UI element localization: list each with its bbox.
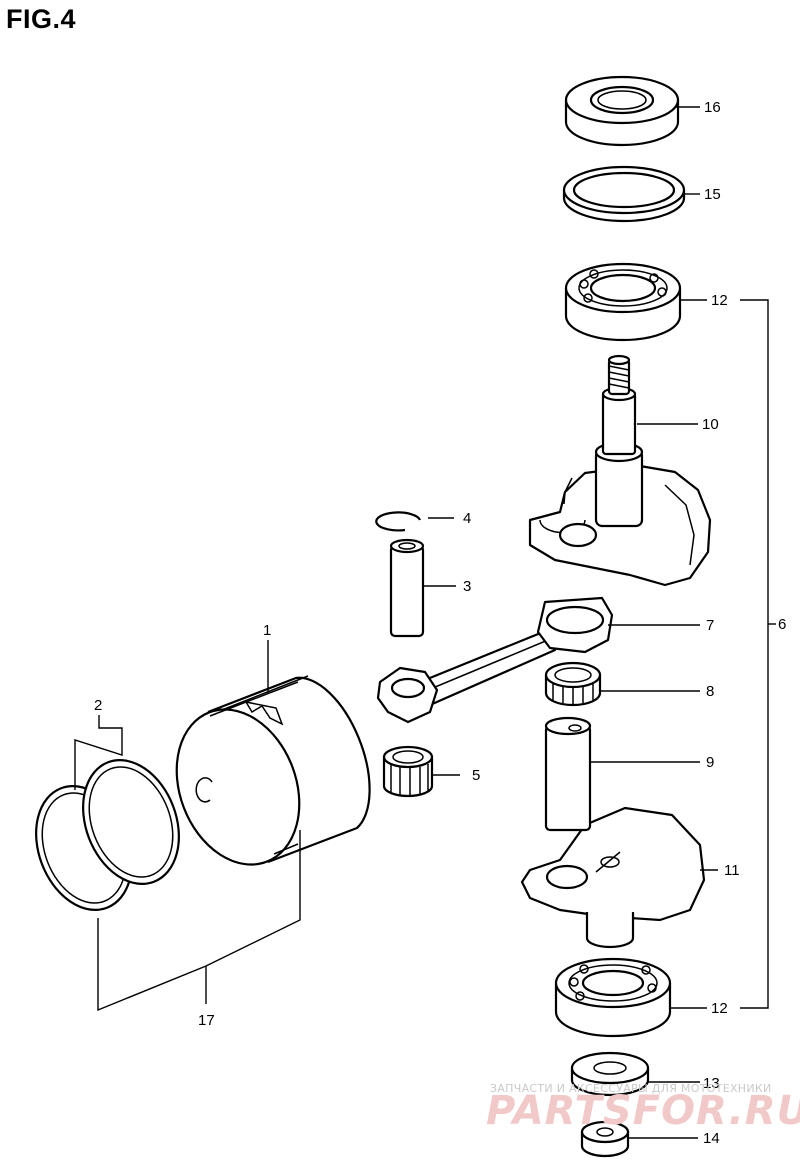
callout-11: 11 bbox=[724, 862, 740, 879]
part-16-oil-seal bbox=[564, 75, 680, 147]
part-13-washer bbox=[570, 1051, 650, 1097]
part-5-small-end-bearing bbox=[382, 745, 434, 798]
callout-15: 15 bbox=[704, 186, 721, 203]
callout-13: 13 bbox=[703, 1075, 720, 1092]
callout-3: 3 bbox=[463, 578, 471, 595]
part-4-clip bbox=[375, 511, 422, 532]
callout-2: 2 bbox=[94, 697, 102, 714]
callout-9: 9 bbox=[706, 754, 714, 771]
callout-5: 5 bbox=[472, 767, 480, 784]
part-2-piston-rings bbox=[35, 759, 180, 911]
part-10-crank-upper bbox=[528, 354, 712, 587]
part-14-nut bbox=[580, 1120, 630, 1158]
watermark-site: PARTSFOR.RU bbox=[486, 1088, 800, 1134]
part-11-crank-lower bbox=[520, 806, 706, 949]
part-1-piston bbox=[175, 675, 371, 866]
callout-labels: 16 15 12 10 4 3 6 7 1 8 2 9 5 11 12 17 1… bbox=[94, 99, 786, 1147]
watermark: ЗАПЧАСТИ И АКСЕССУАРЫ ДЛЯ МОТОТЕХНИКИ PA… bbox=[486, 1082, 800, 1134]
part-7-connecting-rod bbox=[376, 596, 614, 724]
callout-7: 7 bbox=[706, 617, 714, 634]
watermark-tagline: ЗАПЧАСТИ И АКСЕССУАРЫ ДЛЯ МОТОТЕХНИКИ bbox=[490, 1082, 772, 1095]
callout-6: 6 bbox=[778, 616, 786, 633]
part-12-upper-bearing bbox=[564, 262, 682, 342]
part-9-crank-pin bbox=[544, 716, 592, 832]
part-3-piston-pin bbox=[389, 538, 425, 638]
callout-10: 10 bbox=[702, 416, 719, 433]
callout-12-lower: 12 bbox=[711, 1000, 728, 1017]
callout-4: 4 bbox=[463, 510, 471, 527]
figure-title: FIG.4 bbox=[6, 4, 77, 34]
part-15-ring bbox=[562, 165, 686, 223]
callout-14: 14 bbox=[703, 1130, 720, 1147]
part-12-lower-bearing bbox=[554, 957, 672, 1038]
callout-12-upper: 12 bbox=[711, 292, 728, 309]
callout-17: 17 bbox=[198, 1012, 215, 1029]
part-8-needle-bearing bbox=[544, 661, 602, 707]
leader-lines bbox=[74, 106, 776, 1139]
callout-8: 8 bbox=[706, 683, 714, 700]
callout-16: 16 bbox=[704, 99, 721, 116]
callout-1: 1 bbox=[263, 622, 271, 639]
